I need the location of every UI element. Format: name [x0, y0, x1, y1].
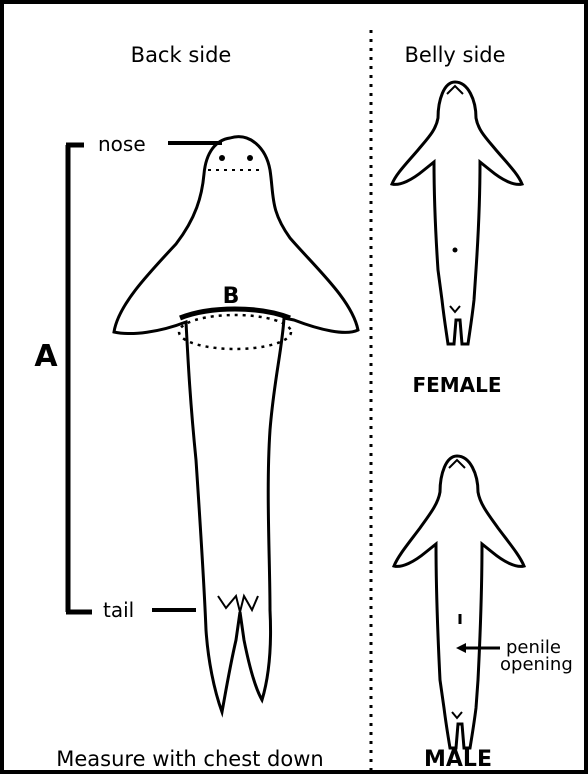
measure-instruction: Measure with chest down [56, 747, 323, 771]
belly-side-heading: Belly side [404, 43, 505, 67]
back-side-heading: Back side [131, 43, 232, 67]
nose-label: nose [98, 132, 146, 156]
female-label: FEMALE [412, 373, 501, 397]
ferret-female-belly [392, 82, 522, 344]
male-label: MALE [424, 747, 492, 772]
tail-label: tail [103, 598, 134, 622]
label-a: A [34, 339, 58, 374]
label-b: B [223, 284, 240, 309]
length-bracket-a [66, 145, 92, 612]
penile-label-line2: opening [500, 654, 573, 675]
ferret-back-view [114, 137, 358, 712]
ferret-male-belly [394, 456, 524, 748]
girth-measure-b [179, 309, 291, 349]
